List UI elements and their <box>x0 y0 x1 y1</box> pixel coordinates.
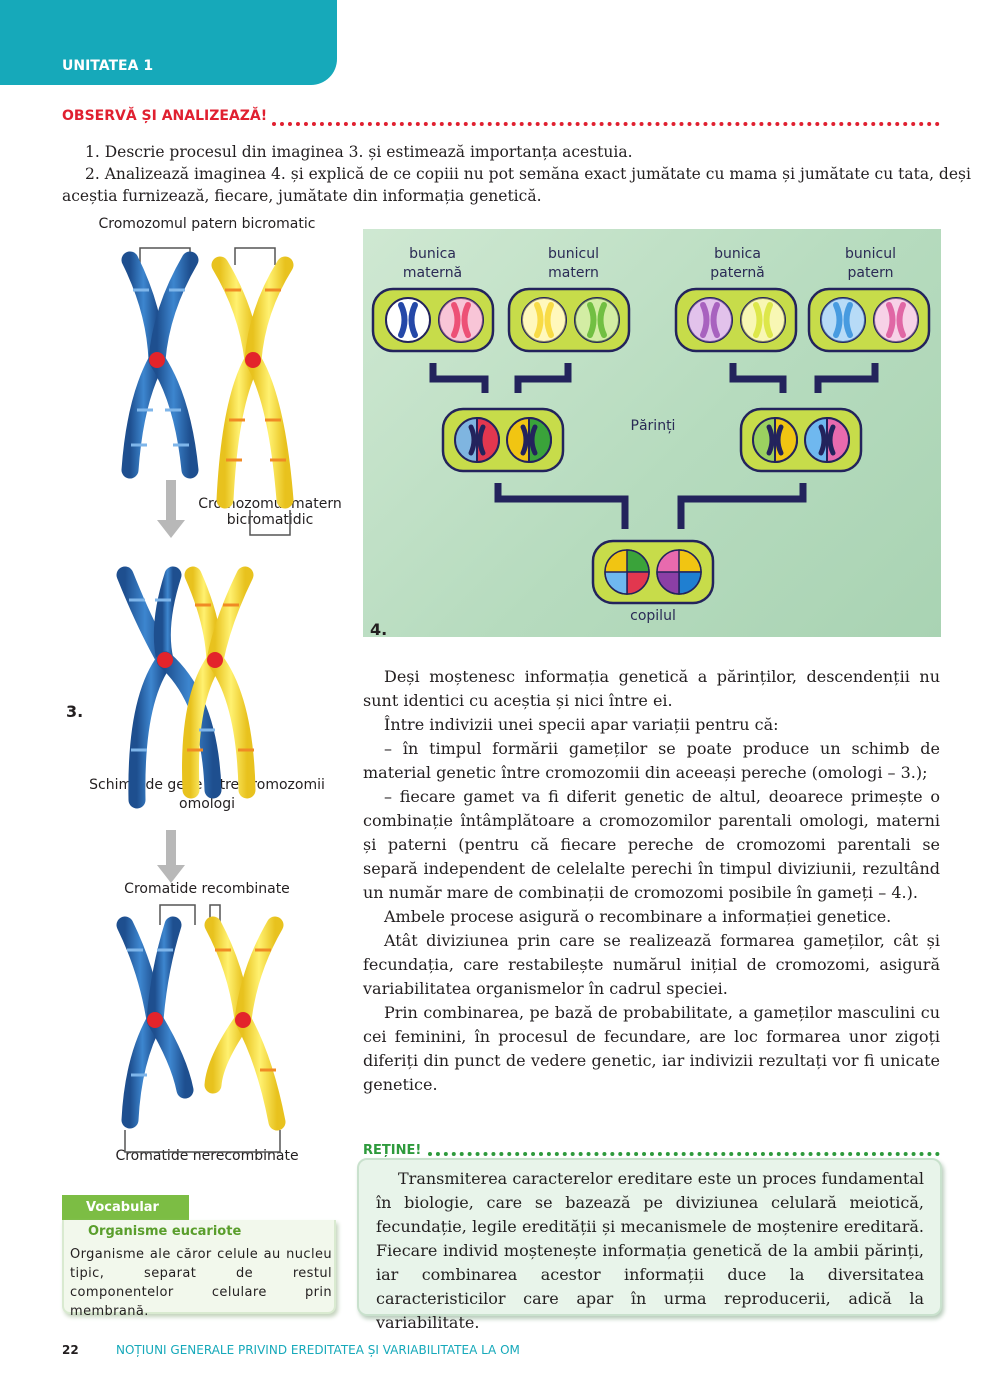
fig3-label-recombined: Cromatide recombinate <box>124 881 290 897</box>
connectors-level-1 <box>429 363 879 393</box>
vocabular-box: Organisme eucariote Organisme ale căror … <box>62 1220 336 1319</box>
fig3-label-paternal: Cromozomul patern bicromatic <box>98 216 316 232</box>
body-paragraph-2: Între indivizii unei specii apar variați… <box>384 715 779 734</box>
retine-box: Transmiterea caracterelor ereditare este… <box>357 1158 942 1332</box>
unit-tab: UNITATEA 1 <box>0 0 337 85</box>
down-arrow-1-icon <box>157 480 185 538</box>
vocabular-header: Vocabular <box>62 1195 189 1220</box>
observe-dotted-rule <box>272 122 940 126</box>
fig3-number: 3. <box>66 702 84 721</box>
retine-heading: REȚINE! <box>363 1143 422 1158</box>
yellow-chromosome-1 <box>211 256 294 509</box>
question-2: 2. Analizează imaginea 4. și explică de … <box>85 165 971 183</box>
body-text: Deși moștenesc informația genetică a păr… <box>363 665 940 1097</box>
fig4-graphic <box>371 287 931 605</box>
fig3-label-maternal: Cromozomul matern bicromatidic <box>198 496 342 528</box>
retine-text: Transmiterea caracterelor ereditare este… <box>376 1169 924 1332</box>
label-child: copilul <box>630 608 676 624</box>
question-1: 1. Descrie procesul din imaginea 3. și e… <box>85 143 633 161</box>
recombined-chromosomes <box>116 916 286 1131</box>
crossing-chromosomes <box>116 566 256 809</box>
retine-dotted-rule <box>428 1152 940 1156</box>
body-paragraph-1: Deși moștenesc informația genetică a păr… <box>363 667 940 710</box>
page-number: 22 <box>62 1343 79 1357</box>
connectors-level-2 <box>494 483 807 529</box>
blue-chromosome-1 <box>121 251 199 479</box>
page-footer: 22 NOȚIUNI GENERALE PRIVIND EREDITATEA Ș… <box>62 1343 520 1357</box>
body-paragraph-3: – în timpul formării gameților se poate … <box>363 739 940 782</box>
observe-heading: OBSERVĂ ȘI ANALIZEAZĂ! <box>62 108 268 124</box>
down-arrow-2-icon <box>157 830 185 883</box>
vocabular-definition: Organisme ale căror celule au nucleu tip… <box>70 1247 332 1319</box>
fig4-number: 4. <box>370 620 388 639</box>
question-2-cont: aceștia furnizează, fiecare, jumătate di… <box>62 187 542 205</box>
body-paragraph-5: Ambele procese asigură o recombinare a i… <box>384 907 892 926</box>
label-parents: Părinți <box>630 418 676 434</box>
fig3-chromosome-diagram <box>116 247 294 1153</box>
chapter-title: NOȚIUNI GENERALE PRIVIND EREDITATEA ȘI V… <box>116 1343 520 1357</box>
body-paragraph-6: Atât diviziunea prin care se realizează … <box>363 931 940 998</box>
body-paragraph-4: – fiecare gamet va fi diferit genetic de… <box>363 787 940 902</box>
vocabular-term: Organisme eucariote <box>88 1224 242 1239</box>
unit-title: UNITATEA 1 <box>62 58 154 74</box>
body-paragraph-7: Prin combinarea, pe bază de probabilitat… <box>363 1003 940 1094</box>
